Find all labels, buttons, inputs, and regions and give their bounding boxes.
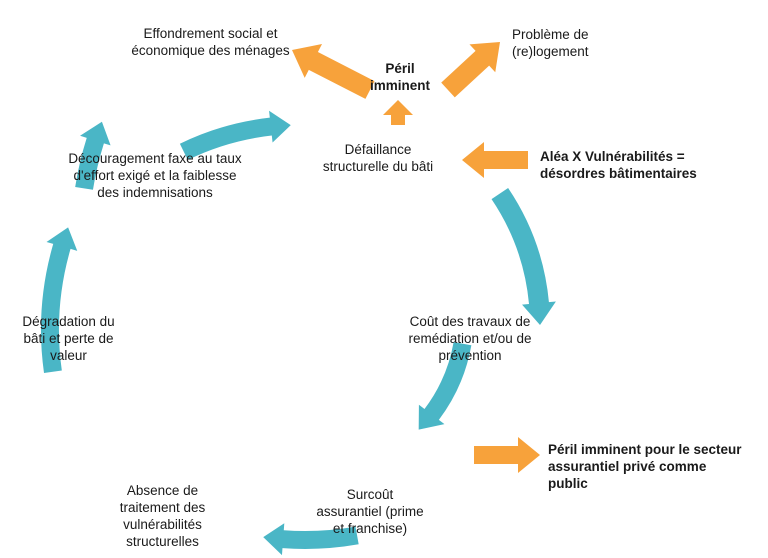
callout-relogement: Problème de (re)logement xyxy=(512,27,589,59)
node-defaillance: Défaillance structurelle du bâti xyxy=(322,142,434,174)
cycle-arrow-defaillance-to-cout xyxy=(491,187,556,325)
arrow-to-relogement xyxy=(441,42,500,98)
cycle-arrow-cout-to-surcout xyxy=(418,342,472,430)
callout-effondrement: Effondrement social et économique des mé… xyxy=(131,26,290,58)
callout-alea-vulnerabilites: Aléa X Vulnérabilités = désordres bâtime… xyxy=(540,149,697,181)
cycle-arrow-absence-to-degradation xyxy=(41,227,78,374)
node-cout-travaux: Coût des travaux de remédiation et/ou de… xyxy=(408,314,532,363)
arrow-alea-left xyxy=(462,142,528,178)
callout-peril-imminent: Péril imminent xyxy=(369,61,430,93)
node-degradation: Dégradation du bâti et perte de valeur xyxy=(22,314,115,363)
node-surcout: Surcoût assurantiel (prime et franchise) xyxy=(316,487,424,536)
cycle-arrow-surcout-to-absence xyxy=(263,523,359,556)
cycle-arrow-decouragement-to-defaillance xyxy=(179,110,291,160)
arrow-to-peril-secteur xyxy=(474,437,540,473)
callout-peril-secteur: Péril imminent pour le secteur assuranti… xyxy=(548,442,742,491)
cycle-arrow-degradation-to-decouragement xyxy=(75,121,111,190)
arrow-peril-up xyxy=(383,100,413,125)
node-absence-traitement: Absence de traitement des vulnérabilités… xyxy=(119,483,206,549)
node-decouragement: Découragement faxe au taux d'effort exig… xyxy=(68,151,242,200)
arrow-to-effondrement xyxy=(292,44,375,99)
